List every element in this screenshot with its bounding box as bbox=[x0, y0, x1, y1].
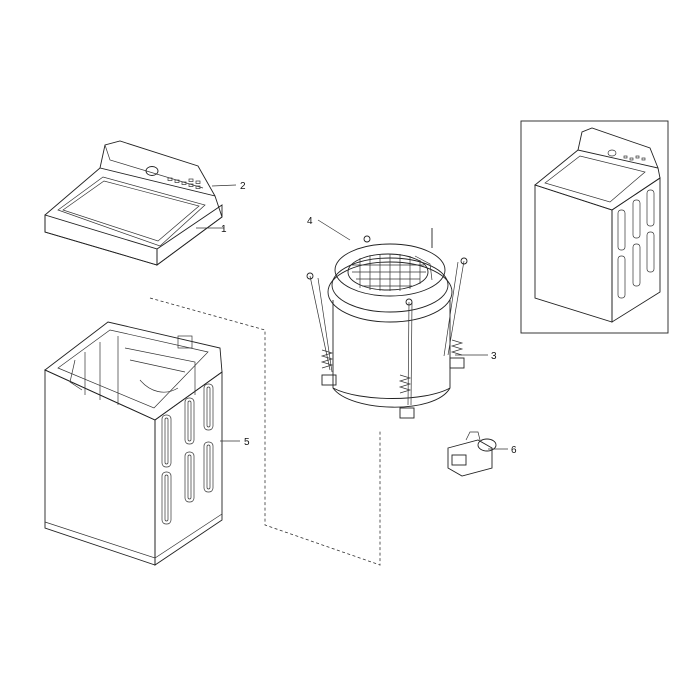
assembly-leader-dashed bbox=[149, 297, 381, 566]
tub-assembly bbox=[306, 228, 468, 419]
top-cover-assembly bbox=[44, 140, 223, 266]
control-buttons bbox=[167, 177, 201, 189]
assembled-washer-inset bbox=[520, 120, 669, 334]
leader-lines bbox=[196, 184, 508, 450]
dial-knob-icon bbox=[145, 166, 159, 176]
callout-6: 6 bbox=[511, 445, 517, 456]
drain-motor bbox=[447, 431, 497, 477]
dial-knob-icon bbox=[607, 149, 617, 157]
screw-icon bbox=[306, 272, 314, 280]
cabinet bbox=[44, 321, 223, 566]
callout-3: 3 bbox=[491, 351, 497, 362]
callout-1: 1 bbox=[221, 224, 227, 235]
callout-4: 4 bbox=[307, 216, 313, 227]
callout-2: 2 bbox=[240, 181, 246, 192]
balancer-ring bbox=[334, 243, 446, 297]
screw-icon bbox=[460, 257, 468, 265]
screw-icon bbox=[363, 235, 371, 243]
callout-5: 5 bbox=[244, 437, 250, 448]
